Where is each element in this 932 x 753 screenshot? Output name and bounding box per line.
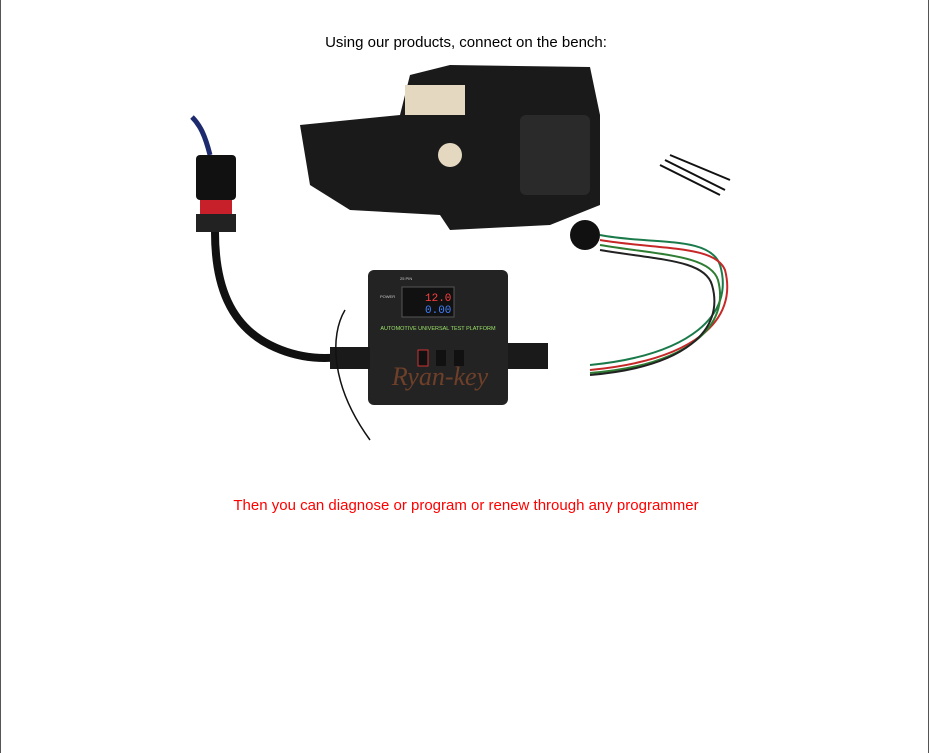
page-heading: Using our products, connect on the bench… xyxy=(325,34,607,51)
product-photo: 12.0 0.00 AUTOMOTIVE UNIVERSAL TEST PLAT… xyxy=(190,65,731,441)
obd-connector xyxy=(196,155,236,200)
instruction-note: Then you can diagnose or program or rene… xyxy=(233,497,699,514)
svg-text:12.0: 12.0 xyxy=(425,293,451,305)
svg-text:AUTOMOTIVE UNIVERSAL TEST PLAT: AUTOMOTIVE UNIVERSAL TEST PLATFORM xyxy=(380,326,496,332)
obd-cable xyxy=(211,231,351,362)
svg-text:Ryan-key: Ryan-key xyxy=(391,362,489,391)
svg-text:25 PIN: 25 PIN xyxy=(400,276,412,281)
svg-text:0.00: 0.00 xyxy=(425,305,451,317)
svg-text:POWER: POWER xyxy=(380,294,395,299)
